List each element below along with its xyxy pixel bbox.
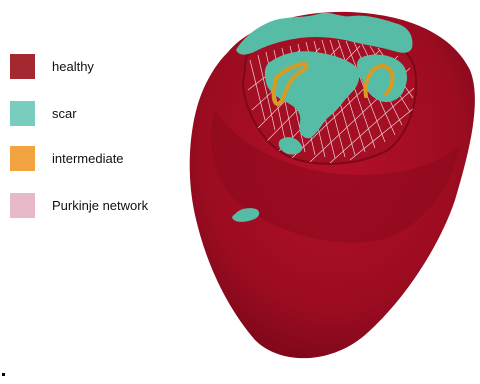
legend-label-intermediate: intermediate xyxy=(52,151,124,166)
purkinje-swatch xyxy=(10,193,35,218)
heart-model-figure xyxy=(175,0,480,379)
healthy-swatch xyxy=(10,54,35,79)
heart-model-svg xyxy=(175,0,480,379)
legend-label-purkinje: Purkinje network xyxy=(52,198,148,213)
legend-item-purkinje: Purkinje network xyxy=(10,192,148,218)
legend-label-healthy: healthy xyxy=(52,59,94,74)
scar-swatch xyxy=(10,101,35,126)
legend-item-intermediate: intermediate xyxy=(10,145,124,171)
stray-mark xyxy=(2,373,5,376)
intermediate-swatch xyxy=(10,146,35,171)
legend-item-scar: scar xyxy=(10,100,77,126)
legend-label-scar: scar xyxy=(52,106,77,121)
legend-item-healthy: healthy xyxy=(10,53,94,79)
